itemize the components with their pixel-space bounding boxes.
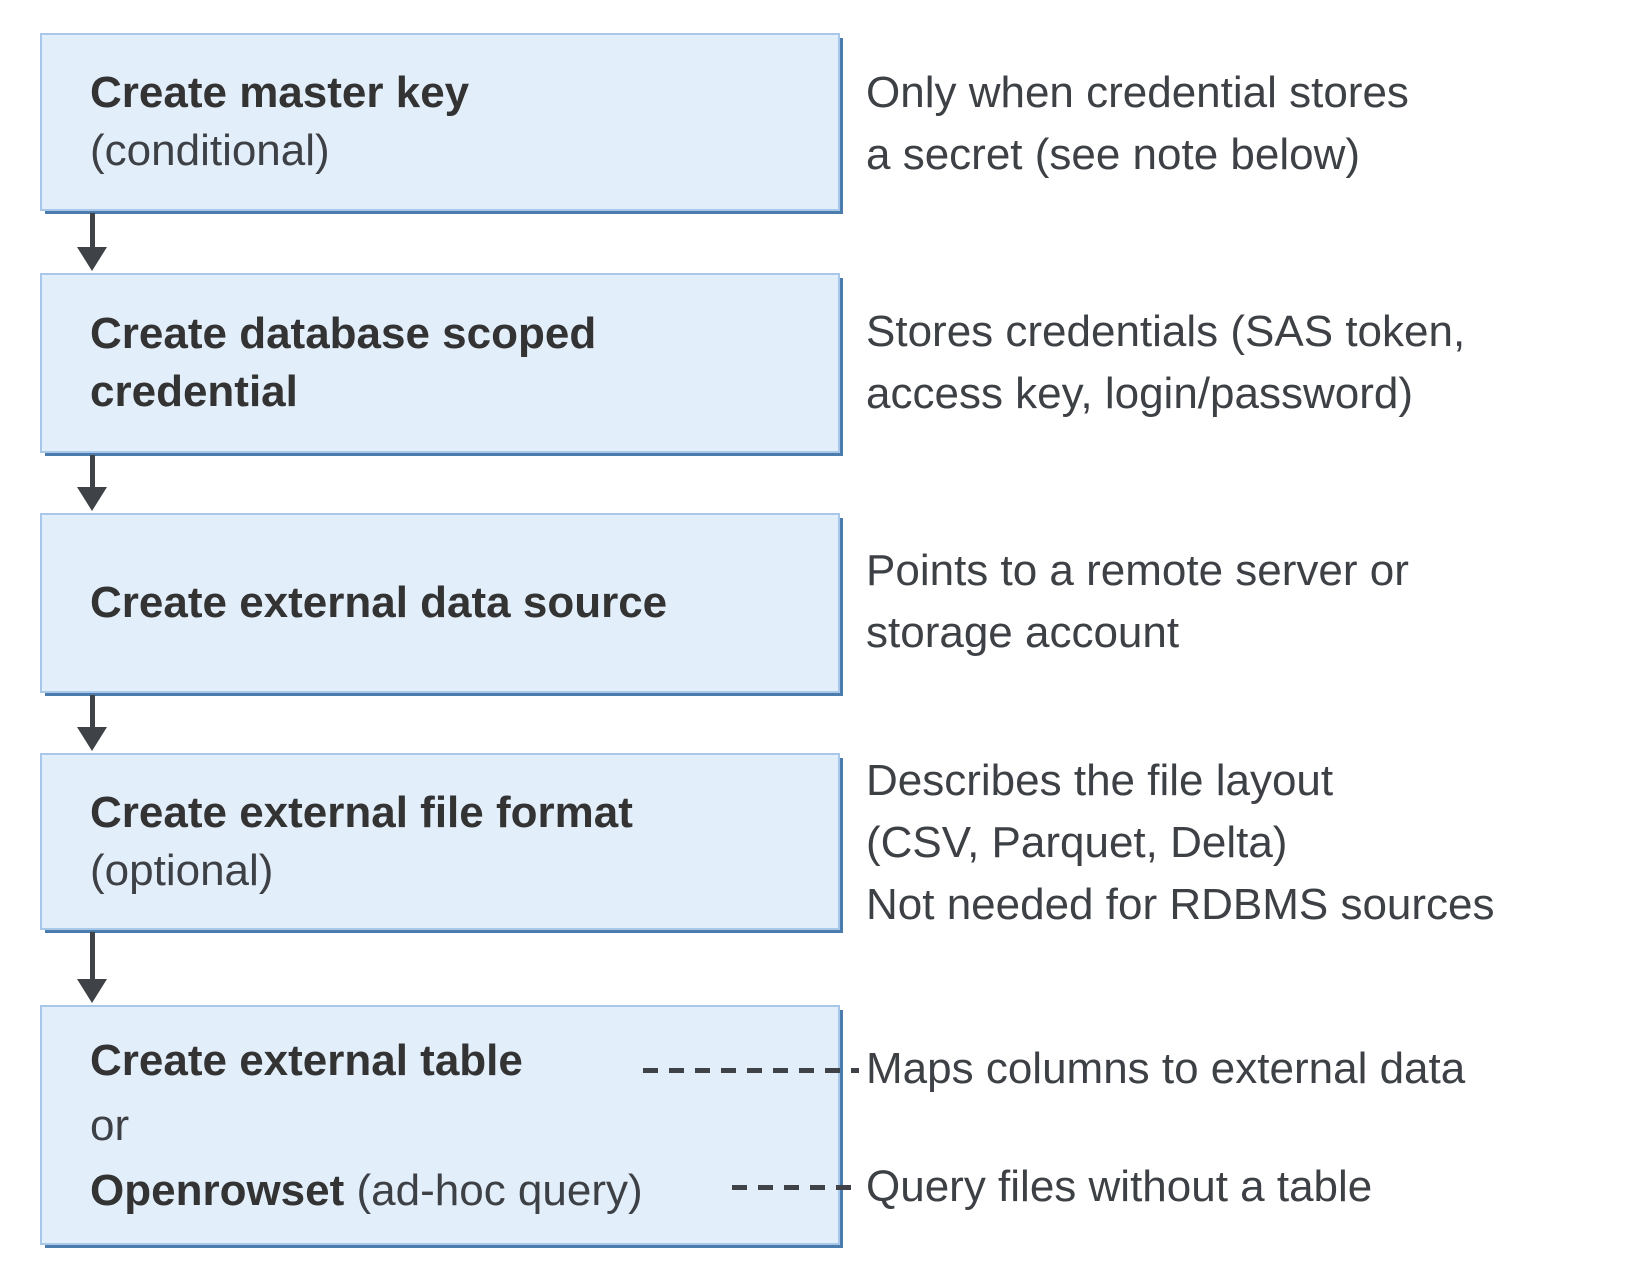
dashed-connector-openrowset (732, 1185, 862, 1190)
arrow-shaft (90, 932, 95, 983)
step-title: Create external table (90, 1035, 523, 1085)
note-master-key: Only when credential stores a secret (se… (866, 68, 1409, 179)
note-external-file-format: Describes the file layout (CSV, Parquet,… (866, 756, 1495, 929)
flow-arrow-down-icon (77, 213, 107, 271)
step-title: Create external data source (90, 578, 668, 627)
arrow-shaft (90, 213, 95, 251)
arrow-head (77, 727, 107, 751)
dashed-connector-external-table (643, 1068, 859, 1073)
flow-arrow-down-icon (77, 695, 107, 751)
step-box-create-external-data-source: Create external data source (40, 513, 840, 693)
step-box-create-external-file-format: Create external file format (optional) (40, 753, 840, 930)
arrow-shaft (90, 695, 95, 731)
step-title: Create database scoped credential (90, 309, 597, 416)
note-openrowset: Query files without a table (866, 1162, 1373, 1211)
flow-arrow-down-icon (77, 455, 107, 511)
arrow-head (77, 979, 107, 1003)
or-label: or (90, 1093, 818, 1158)
step-title-external-table: Create external table (90, 1028, 818, 1093)
step-title: Create master key (90, 68, 470, 117)
step-title: Create external file format (90, 787, 633, 837)
or-label-text: or (90, 1100, 130, 1150)
flow-arrow-down-icon (77, 932, 107, 1003)
arrow-shaft (90, 455, 95, 491)
arrow-head (77, 247, 107, 271)
step-subtitle: (conditional) (90, 126, 330, 175)
step-box-create-database-scoped-credential: Create database scoped credential (40, 273, 840, 453)
step-box-create-external-table-or-openrowset: Create external table or Openrowset (ad-… (40, 1005, 840, 1245)
step-title-suffix: (ad-hoc query) (344, 1165, 643, 1215)
step-box-create-master-key: Create master key (conditional) (40, 33, 840, 211)
note-database-scoped-credential: Stores credentials (SAS token, access ke… (866, 307, 1466, 418)
step-subtitle: (optional) (90, 845, 274, 895)
note-external-table: Maps columns to external data (866, 1044, 1466, 1093)
arrow-head (77, 487, 107, 511)
note-external-data-source: Points to a remote server or storage acc… (866, 546, 1409, 657)
step-title-openrowset: Openrowset (ad-hoc query) (90, 1158, 818, 1223)
step-title: Openrowset (90, 1165, 345, 1215)
